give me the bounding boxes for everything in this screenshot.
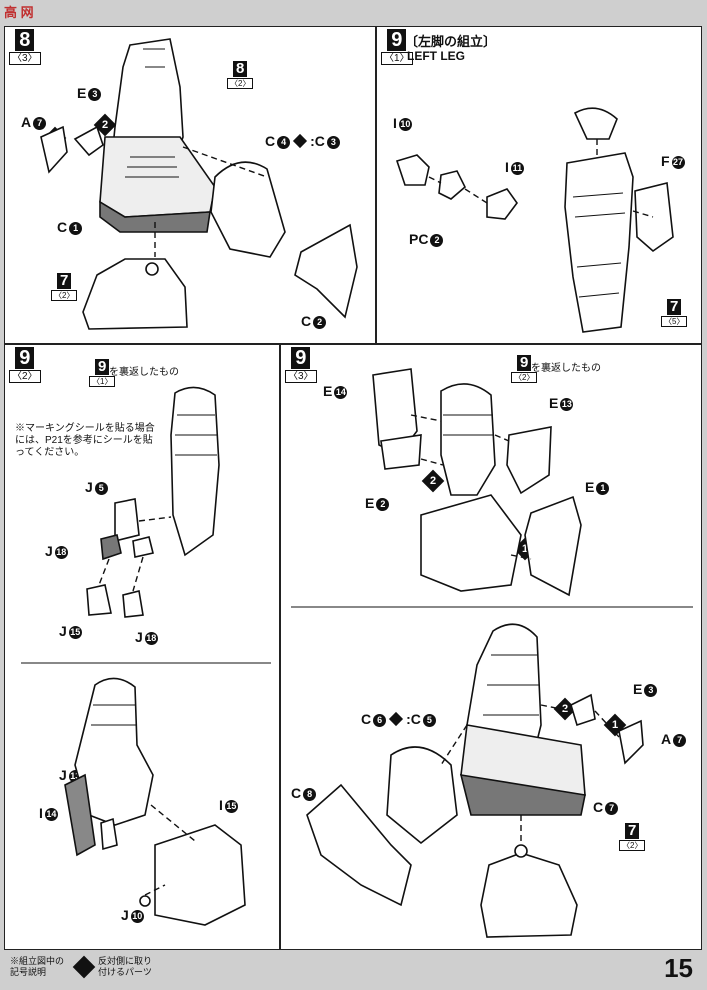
ref-substep-number: 〈2〉: [51, 290, 78, 301]
panel-step-9-2: 9 〈2〉 9 〈1〉 を裏返したもの ※マーキングシールを貼る場合には、P21…: [4, 344, 280, 950]
ref-step-number: 7: [57, 273, 72, 289]
step-title-en: LEFT LEG: [407, 49, 465, 63]
ref-substep-number: 〈2〉: [511, 372, 538, 383]
substep-number: 〈3〉: [9, 52, 41, 65]
page-number: 15: [664, 953, 693, 983]
ref-note: を裏返したもの: [531, 363, 601, 374]
ref-badge-2: 7 〈2〉: [51, 273, 78, 301]
symbol-legend: ※組立図中の記号説明 反対側に取り付けるパーツ: [10, 955, 158, 979]
substep-number: 〈2〉: [9, 370, 41, 383]
marking-sticker-note: ※マーキングシールを貼る場合には、P21を参考にシールを貼ってください。: [15, 423, 155, 458]
panel-step-8-3: 8 〈3〉 8 〈2〉 7 〈2〉 A7 E3 C1 C4:C3 C2 1 2: [4, 26, 376, 344]
substep-number: 〈1〉: [381, 52, 413, 65]
ref-substep-number: 〈5〉: [661, 316, 688, 327]
step-title-jp: 〔左脚の組立〕: [405, 34, 497, 49]
step-number: 9: [387, 29, 407, 51]
ref-badge: 9 〈1〉: [89, 359, 116, 387]
ref-substep-number: 〈2〉: [619, 840, 646, 851]
step-badge: 9 〈2〉: [9, 347, 41, 383]
step-number: 8: [15, 29, 35, 51]
left-leg-assembly-illustration: [395, 107, 674, 333]
ref-badge: 8 〈2〉: [227, 61, 254, 89]
step-number: 9: [291, 347, 311, 369]
ref-step-number: 7: [625, 823, 640, 839]
legend-title: ※組立図中の記号説明: [10, 956, 65, 977]
left-shoulder-assembly-illustration: [40, 38, 358, 330]
watermark-logo: 高 网: [4, 5, 34, 20]
ref-step-number: 8: [233, 61, 248, 77]
ref-step-number: 7: [667, 299, 682, 315]
step-number: 9: [15, 347, 35, 369]
step-badge: 8 〈3〉: [9, 29, 41, 65]
substep-number: 〈3〉: [285, 370, 317, 383]
step-badge: 9 〈3〉: [285, 347, 317, 383]
step-badge: 9 〈1〉: [381, 29, 413, 65]
ref-badge: 9 〈2〉: [511, 355, 538, 383]
foot-assembly-illustration: [21, 386, 271, 926]
mirror-part-icon: [72, 955, 96, 979]
legend-description: 反対側に取り付けるパーツ: [98, 956, 153, 977]
ref-step-number: 9: [95, 359, 110, 375]
right-leg-shoulder-assembly-illustration: [291, 368, 693, 938]
ref-substep-number: 〈2〉: [227, 78, 254, 89]
ref-badge: 7 〈5〉: [661, 299, 688, 327]
ref-substep-number: 〈1〉: [89, 376, 116, 387]
ref-badge-2: 7 〈2〉: [619, 823, 646, 851]
ref-step-number: 9: [517, 355, 532, 371]
ref-note: を裏返したもの: [109, 367, 179, 378]
